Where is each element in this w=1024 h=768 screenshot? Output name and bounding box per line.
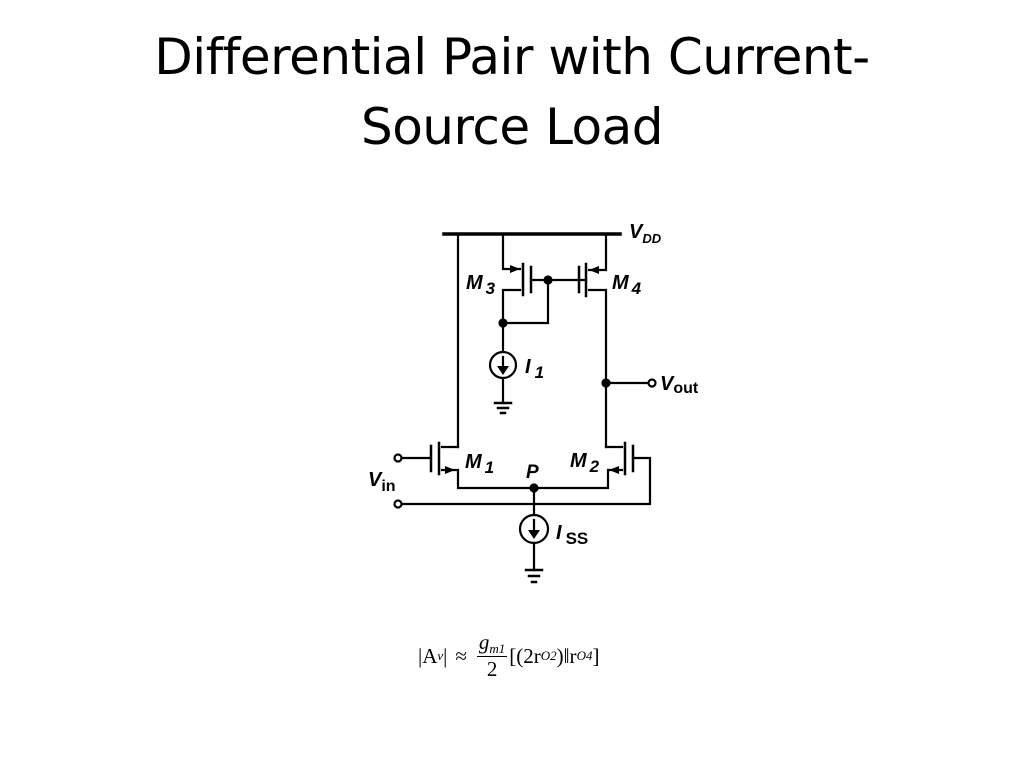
slide-title-line-1: Differential Pair with Current- (154, 28, 870, 86)
eq-rhs-open: [(2r (509, 643, 541, 668)
eq-rhs-sub2: O4 (576, 648, 593, 663)
current-source-iss (518, 486, 550, 584)
eq-rhs-sub1: O2 (540, 648, 557, 663)
eq-numerator-sub: m1 (489, 641, 506, 656)
m1-arrow-icon (445, 466, 455, 474)
node-p-label: P (526, 462, 539, 483)
m3-arrow-icon (510, 265, 520, 273)
slide-title-line-2: Source Load (360, 98, 664, 156)
vdd-label: VDD (629, 221, 662, 246)
eq-approx: ≈ (455, 643, 467, 668)
transistor-m4 (577, 232, 608, 449)
eq-denominator: 2 (486, 657, 498, 681)
i1-arrow-icon (497, 366, 509, 375)
output-node (601, 378, 657, 388)
eq-fraction: gm1 2 (476, 630, 508, 681)
m4-arrow-icon (589, 266, 599, 274)
vout-label: Vout (660, 373, 699, 397)
transistor-m2 (393, 441, 652, 509)
current-source-i1 (488, 321, 518, 415)
transistor-m1 (393, 441, 536, 490)
eq-lhs-sub: v (437, 648, 444, 663)
m2-arrow-icon (609, 466, 619, 474)
eq-rhs-close: ] (592, 643, 600, 668)
vin-label: Vin (368, 469, 396, 495)
transistor-m3 (498, 232, 588, 328)
eq-lhs: |A (418, 643, 438, 668)
eq-rhs-mid: )‖r (556, 643, 577, 668)
eq-numerator: g (478, 630, 490, 654)
iss-arrow-icon (528, 530, 540, 539)
eq-lhs-close: | (443, 643, 448, 668)
slide-title: Differential Pair with Current- Source L… (0, 22, 1024, 162)
